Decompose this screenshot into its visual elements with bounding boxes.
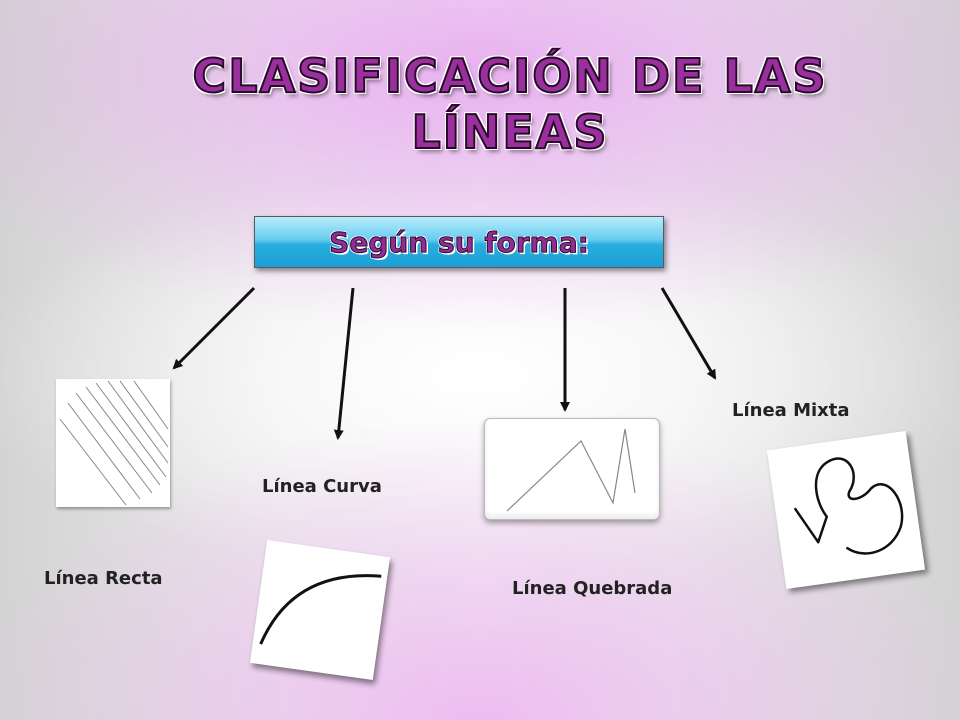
recta-image [56,379,170,507]
category-box-label: Según su forma: [329,225,590,259]
label-mixta: Línea Mixta [732,400,850,421]
arrow-to-mixta [660,287,717,380]
label-curva: Línea Curva [262,476,382,497]
slide-title-line-2: líneas [410,104,609,160]
arrow-to-curva [333,287,355,440]
category-box: Según su forma: [254,216,664,268]
broken-line-illustration [506,428,636,512]
label-quebrada: Línea Quebrada [512,578,673,599]
curva-image [249,539,391,681]
label-recta: Línea Recta [44,568,163,589]
arrow-to-recta [172,286,256,370]
slide-title-line-1: Clasificación de las [192,48,828,104]
quebrada-image [484,418,660,520]
curved-line-illustration [259,574,382,645]
mixed-line-illustration [794,457,904,555]
slide-title: Clasificación de las líneas [150,48,870,160]
straight-lines-illustration [59,380,169,506]
mixta-image [766,430,926,590]
